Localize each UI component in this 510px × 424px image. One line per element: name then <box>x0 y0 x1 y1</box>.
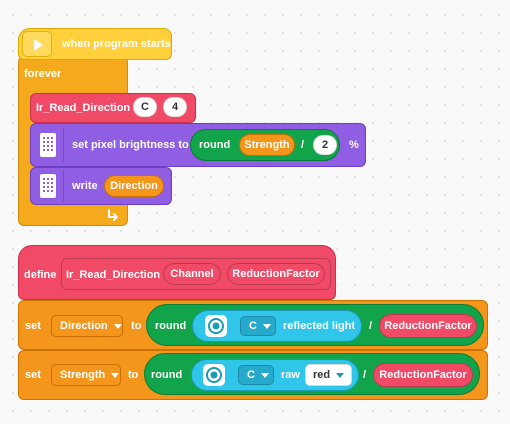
write-label: write <box>72 180 98 192</box>
to-label: to <box>128 369 139 381</box>
call-name: Ir_Read_Direction <box>36 102 131 114</box>
reductionfactor-reporter[interactable]: ReductionFactor <box>373 363 473 387</box>
divide-operator: / <box>369 320 373 332</box>
divide-operator: / <box>363 369 367 381</box>
percent-label: % <box>349 139 359 151</box>
set-label: set <box>25 320 41 332</box>
divisor-input[interactable]: 2 <box>313 135 337 155</box>
variable-dropdown-value: Direction <box>60 320 108 332</box>
raw-label: raw <box>281 369 300 381</box>
variable-direction[interactable]: Direction <box>104 175 164 197</box>
chevron-down-icon <box>260 372 269 378</box>
round-label-direction: round <box>155 320 187 332</box>
divide-operator: / <box>301 139 305 151</box>
port-dropdown-c[interactable]: C <box>240 316 276 336</box>
port-value: C <box>247 369 255 381</box>
play-icon <box>22 31 52 57</box>
set-label: set <box>25 369 41 381</box>
event-label: when program starts <box>62 38 171 50</box>
call-arg-reduction[interactable]: 4 <box>163 97 187 117</box>
variable-strength[interactable]: Strength <box>239 134 295 156</box>
port-dropdown-c[interactable]: C <box>238 365 274 385</box>
chevron-down-icon <box>111 372 120 378</box>
round-label-brightness: round <box>199 139 231 151</box>
chevron-down-icon <box>262 323 271 329</box>
call-arg-channel[interactable]: C <box>133 97 157 117</box>
color-sensor-icon <box>203 364 225 386</box>
reflected-light-label: reflected light <box>283 320 356 332</box>
color-dropdown-red[interactable]: red <box>305 364 352 386</box>
port-value: C <box>249 320 257 332</box>
chevron-down-icon <box>336 372 345 378</box>
forever-label: forever <box>24 68 62 80</box>
define-name: Ir_Read_Direction <box>66 269 161 281</box>
chevron-down-icon <box>113 323 122 329</box>
repeat-arrow-icon <box>106 207 120 221</box>
color-sensor-icon <box>205 315 227 337</box>
light-matrix-icon <box>32 170 64 202</box>
color-value: red <box>313 369 331 381</box>
to-label: to <box>131 320 142 332</box>
param-channel[interactable]: Channel <box>163 263 221 285</box>
brightness-label: set pixel brightness to <box>72 139 189 151</box>
define-label: define <box>24 269 57 281</box>
variable-dropdown-strength[interactable]: Strength <box>51 364 121 386</box>
reductionfactor-reporter[interactable]: ReductionFactor <box>379 314 477 338</box>
round-label-strength: round <box>151 369 183 381</box>
variable-dropdown-value: Strength <box>60 369 106 381</box>
variable-dropdown-direction[interactable]: Direction <box>51 315 123 337</box>
param-reductionfactor[interactable]: ReductionFactor <box>227 263 325 285</box>
light-matrix-icon <box>32 128 64 162</box>
